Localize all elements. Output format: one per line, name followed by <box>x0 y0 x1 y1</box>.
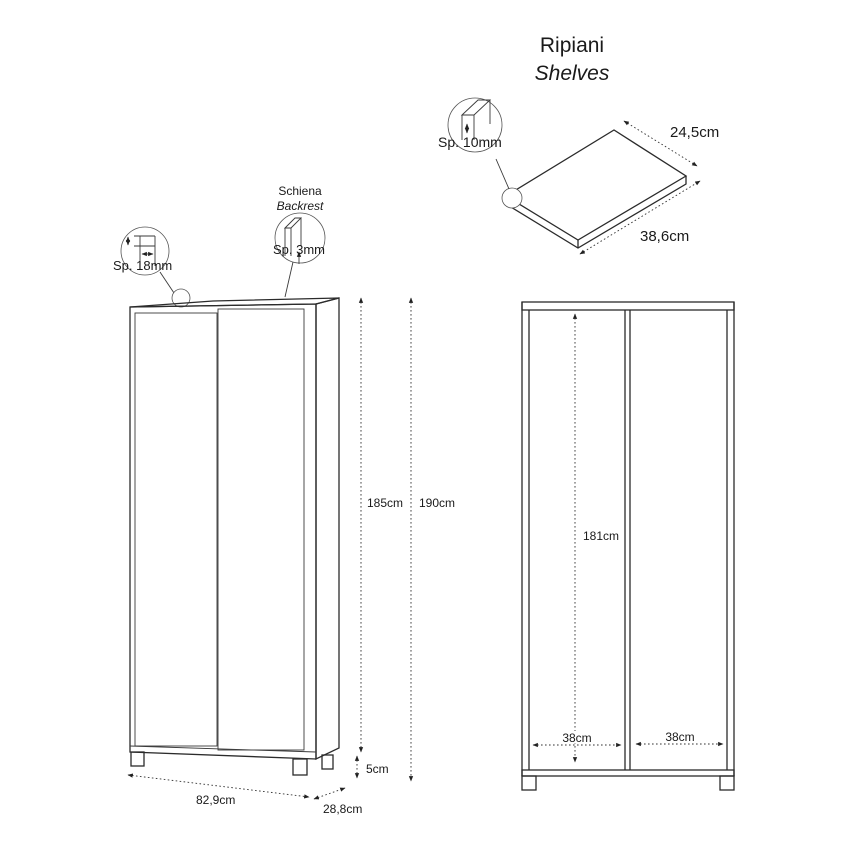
right-compartment-width-label: 38cm <box>665 730 694 744</box>
left-compartment-width-label: 38cm <box>562 731 591 745</box>
backrest-thickness-label: Sp. 3mm <box>273 242 325 257</box>
interior-top <box>521 301 735 311</box>
feet-height-label: 5cm <box>366 762 389 776</box>
shelf-board-top <box>504 129 688 241</box>
shelf-width-label: 38,6cm <box>640 228 689 245</box>
backrest-title: Schiena <box>278 184 322 198</box>
interior-foot-right <box>719 775 735 791</box>
cabinet-front-view: 185cm 190cm 5cm 82,9cm 28,8cm <box>127 297 455 816</box>
interior-foot-left <box>521 775 537 791</box>
cabinet-interior-view: 181cm 38cm 38cm <box>521 301 735 791</box>
shelves-subtitle: Shelves <box>535 62 610 85</box>
panel-section-icon <box>125 235 156 266</box>
panel-thickness-callout <box>120 226 170 276</box>
shelf-thickness-marker <box>501 187 523 209</box>
shelves-title: Ripiani <box>540 34 604 57</box>
interior-bottom <box>521 769 735 777</box>
cabinet-width-label: 82,9cm <box>196 793 235 807</box>
backrest-section-icon <box>283 217 303 264</box>
shelf-thickness-callout <box>447 97 503 153</box>
left-door <box>134 312 218 747</box>
foot-front-left <box>130 751 145 767</box>
shelf-depth-label: 24,5cm <box>670 124 719 141</box>
cabinet-side-panel <box>315 297 340 761</box>
shelf-section-icon <box>460 99 492 140</box>
backrest-subtitle: Backrest <box>277 199 324 213</box>
cabinet-depth-dimension <box>313 787 346 800</box>
foot-front-right <box>292 758 308 776</box>
interior-height-label: 181cm <box>583 529 619 543</box>
right-door <box>217 308 305 751</box>
cabinet-depth-label: 28,8cm <box>323 802 362 816</box>
total-height-label: 190cm <box>419 496 455 510</box>
body-height-label: 185cm <box>367 496 403 510</box>
cabinet-front-panel <box>129 303 317 760</box>
backrest-callout: Schiena Backrest Sp. 3mm <box>273 184 326 298</box>
foot-back-right <box>321 754 334 770</box>
shelf-thickness-label: Sp. 10mm <box>438 134 502 150</box>
panel-callout: Sp. 18mm <box>113 226 191 308</box>
shelf-width-dimension <box>579 180 701 255</box>
panel-thickness-label: Sp. 18mm <box>113 258 172 273</box>
shelf-illustration: Ripiani Shelves 24,5cm 38,6cm Sp. 10mm <box>438 34 719 255</box>
